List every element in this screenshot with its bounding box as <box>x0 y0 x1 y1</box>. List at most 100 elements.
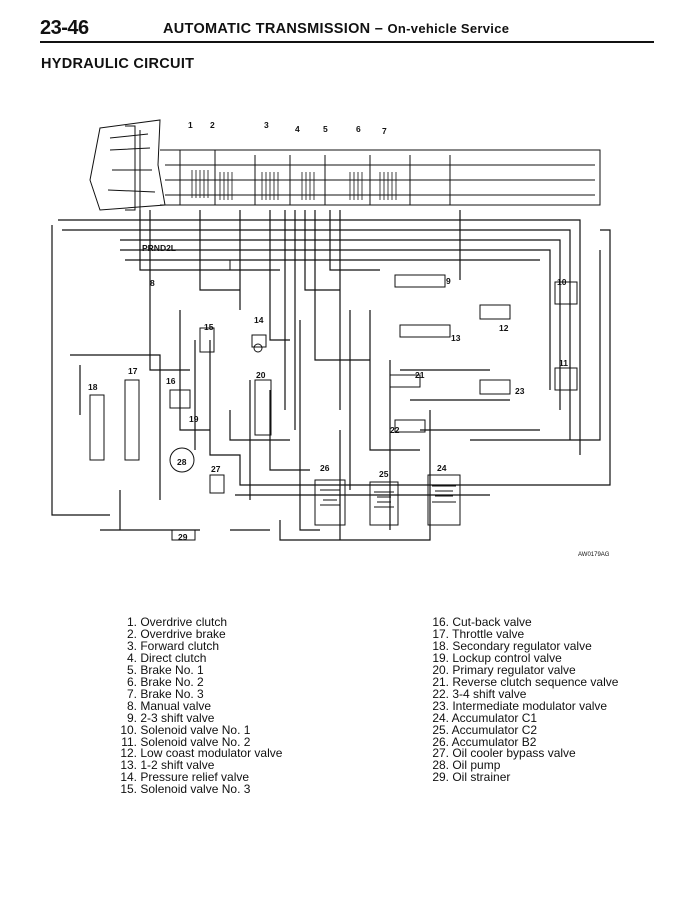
header-title: AUTOMATIC TRANSMISSION – On-vehicle Serv… <box>163 21 509 37</box>
header-subtitle: On-vehicle Service <box>387 21 510 36</box>
legend-num: 7. <box>126 686 137 701</box>
legend-num: 26. <box>432 734 449 749</box>
header-dash: – <box>374 21 384 37</box>
legend-num: 12. <box>120 746 137 761</box>
legend-text: Brake No. 3 <box>140 686 204 701</box>
legend-text: Lockup control valve <box>452 650 562 665</box>
legend-item: 27. Oil cooler bypass valve <box>430 746 618 761</box>
legend-num: 1. <box>126 615 137 629</box>
callout-16: 16 <box>166 376 176 386</box>
legend-text: Secondary regulator valve <box>452 638 592 653</box>
callout-22: 22 <box>390 425 400 435</box>
legend-item: 26. Accumulator B2 <box>430 734 618 749</box>
legend-num: 28. <box>432 758 449 773</box>
callout-15: 15 <box>204 322 214 332</box>
legend-item: 5. Brake No. 1 <box>118 662 282 677</box>
legend-num: 11. <box>121 734 137 749</box>
hydraulic-circuit-svg: 1 2 3 4 5 6 7 8 9 10 11 12 13 14 15 16 1… <box>51 119 611 558</box>
legend-item: 25. Accumulator C2 <box>430 722 618 737</box>
accumulators <box>314 474 461 526</box>
callout-5: 5 <box>323 124 328 134</box>
legend-item: 12. Low coast modulator valve <box>118 746 282 761</box>
page-number: 23-46 <box>40 17 89 39</box>
legend-left: 1. Overdrive clutch 2. Overdrive brake 3… <box>118 615 282 797</box>
legend-item: 15. Solenoid valve No. 3 <box>118 782 282 797</box>
legend-text: Oil pump <box>452 758 501 773</box>
callout-24: 24 <box>437 463 447 473</box>
callout-26: 26 <box>320 463 330 473</box>
callout-13: 13 <box>451 333 461 343</box>
legend-text: Oil cooler bypass valve <box>452 746 576 761</box>
legend-right: 16. Cut-back valve 17. Throttle valve 18… <box>430 616 618 784</box>
legend-item: 22. 3-4 shift valve <box>430 686 618 701</box>
legend-item: 13. 1-2 shift valve <box>118 758 282 773</box>
legend-text: Pressure relief valve <box>140 770 250 785</box>
callout-14: 14 <box>254 315 264 325</box>
legend-item: 10. Solenoid valve No. 1 <box>118 722 282 737</box>
legend-text: Solenoid valve No. 3 <box>140 782 251 797</box>
legend-num: 27. <box>432 746 449 761</box>
legend-item: 18. Secondary regulator valve <box>430 638 618 653</box>
legend-item: 23. Intermediate modulator valve <box>430 698 618 713</box>
legend-item: 6. Brake No. 2 <box>118 674 282 689</box>
selector-label: PRND2L <box>142 243 176 253</box>
legend-num: 24. <box>432 710 449 725</box>
legend-text: Solenoid valve No. 1 <box>140 722 251 737</box>
figure-code: AW0179AG <box>578 552 610 558</box>
callout-17: 17 <box>128 366 138 376</box>
callout-21: 21 <box>415 370 425 380</box>
callout-29: 29 <box>178 532 188 542</box>
clutch-packs <box>191 170 397 200</box>
callout-1: 1 <box>188 120 193 130</box>
legend-num: 3. <box>126 638 137 653</box>
legend-num: 18. <box>432 638 449 653</box>
legend-text: Manual valve <box>140 698 212 713</box>
legend-text: Direct clutch <box>140 650 207 665</box>
legend-num: 22. <box>432 686 449 701</box>
callouts: 1 2 3 4 5 6 7 8 9 10 11 12 13 14 15 16 1… <box>88 120 610 558</box>
legend-num: 5. <box>126 662 137 677</box>
legend-text: Overdrive clutch <box>140 615 228 629</box>
legend-item: 17. Throttle valve <box>430 626 618 641</box>
legend-text: Brake No. 2 <box>140 674 204 689</box>
legend-num: 20. <box>432 662 449 677</box>
legend-num: 25. <box>432 722 449 737</box>
valve-bodies <box>89 259 578 541</box>
legend-text: Brake No. 1 <box>140 662 204 677</box>
legend-item: 9. 2-3 shift valve <box>118 710 282 725</box>
legend-num: 9. <box>126 710 137 725</box>
header-rule <box>40 41 654 43</box>
legend-num: 15. <box>120 782 137 797</box>
legend-item: 29. Oil strainer <box>430 771 618 784</box>
legend-num: 10. <box>120 722 137 737</box>
legend-item: 16. Cut-back valve <box>430 616 618 629</box>
legend-num: 21. <box>432 674 449 689</box>
legend-text: Throttle valve <box>452 626 525 641</box>
callout-18: 18 <box>88 382 98 392</box>
legend-text: Solenoid valve No. 2 <box>140 734 251 749</box>
legend-num: 6. <box>126 674 137 689</box>
legend-item: 28. Oil pump <box>430 758 618 773</box>
legend-item: 2. Overdrive brake <box>118 626 282 641</box>
legend-item: 11. Solenoid valve No. 2 <box>118 734 282 749</box>
legend-item: 21. Reverse clutch sequence valve <box>430 674 618 689</box>
callout-23: 23 <box>515 386 525 396</box>
legend-item: 20. Primary regulator valve <box>430 662 618 677</box>
callout-9: 9 <box>446 276 451 286</box>
legend-item: 8. Manual valve <box>118 698 282 713</box>
legend-item: 19. Lockup control valve <box>430 650 618 665</box>
callout-27: 27 <box>211 464 221 474</box>
legend-num: 13. <box>120 758 137 773</box>
legend-text: Intermediate modulator valve <box>452 698 608 713</box>
callout-11: 11 <box>559 358 568 368</box>
legend-num: 2. <box>126 626 137 641</box>
callout-19: 19 <box>189 414 199 424</box>
legend-item: 24. Accumulator C1 <box>430 710 618 725</box>
legend-num: 23. <box>432 698 449 713</box>
callout-12: 12 <box>499 323 509 333</box>
legend-text: 1-2 shift valve <box>140 758 215 773</box>
header-title-text: AUTOMATIC TRANSMISSION <box>163 21 371 37</box>
legend-num: 4. <box>126 650 137 665</box>
legend-num: 8. <box>126 698 137 713</box>
legend-text: Overdrive brake <box>140 626 226 641</box>
